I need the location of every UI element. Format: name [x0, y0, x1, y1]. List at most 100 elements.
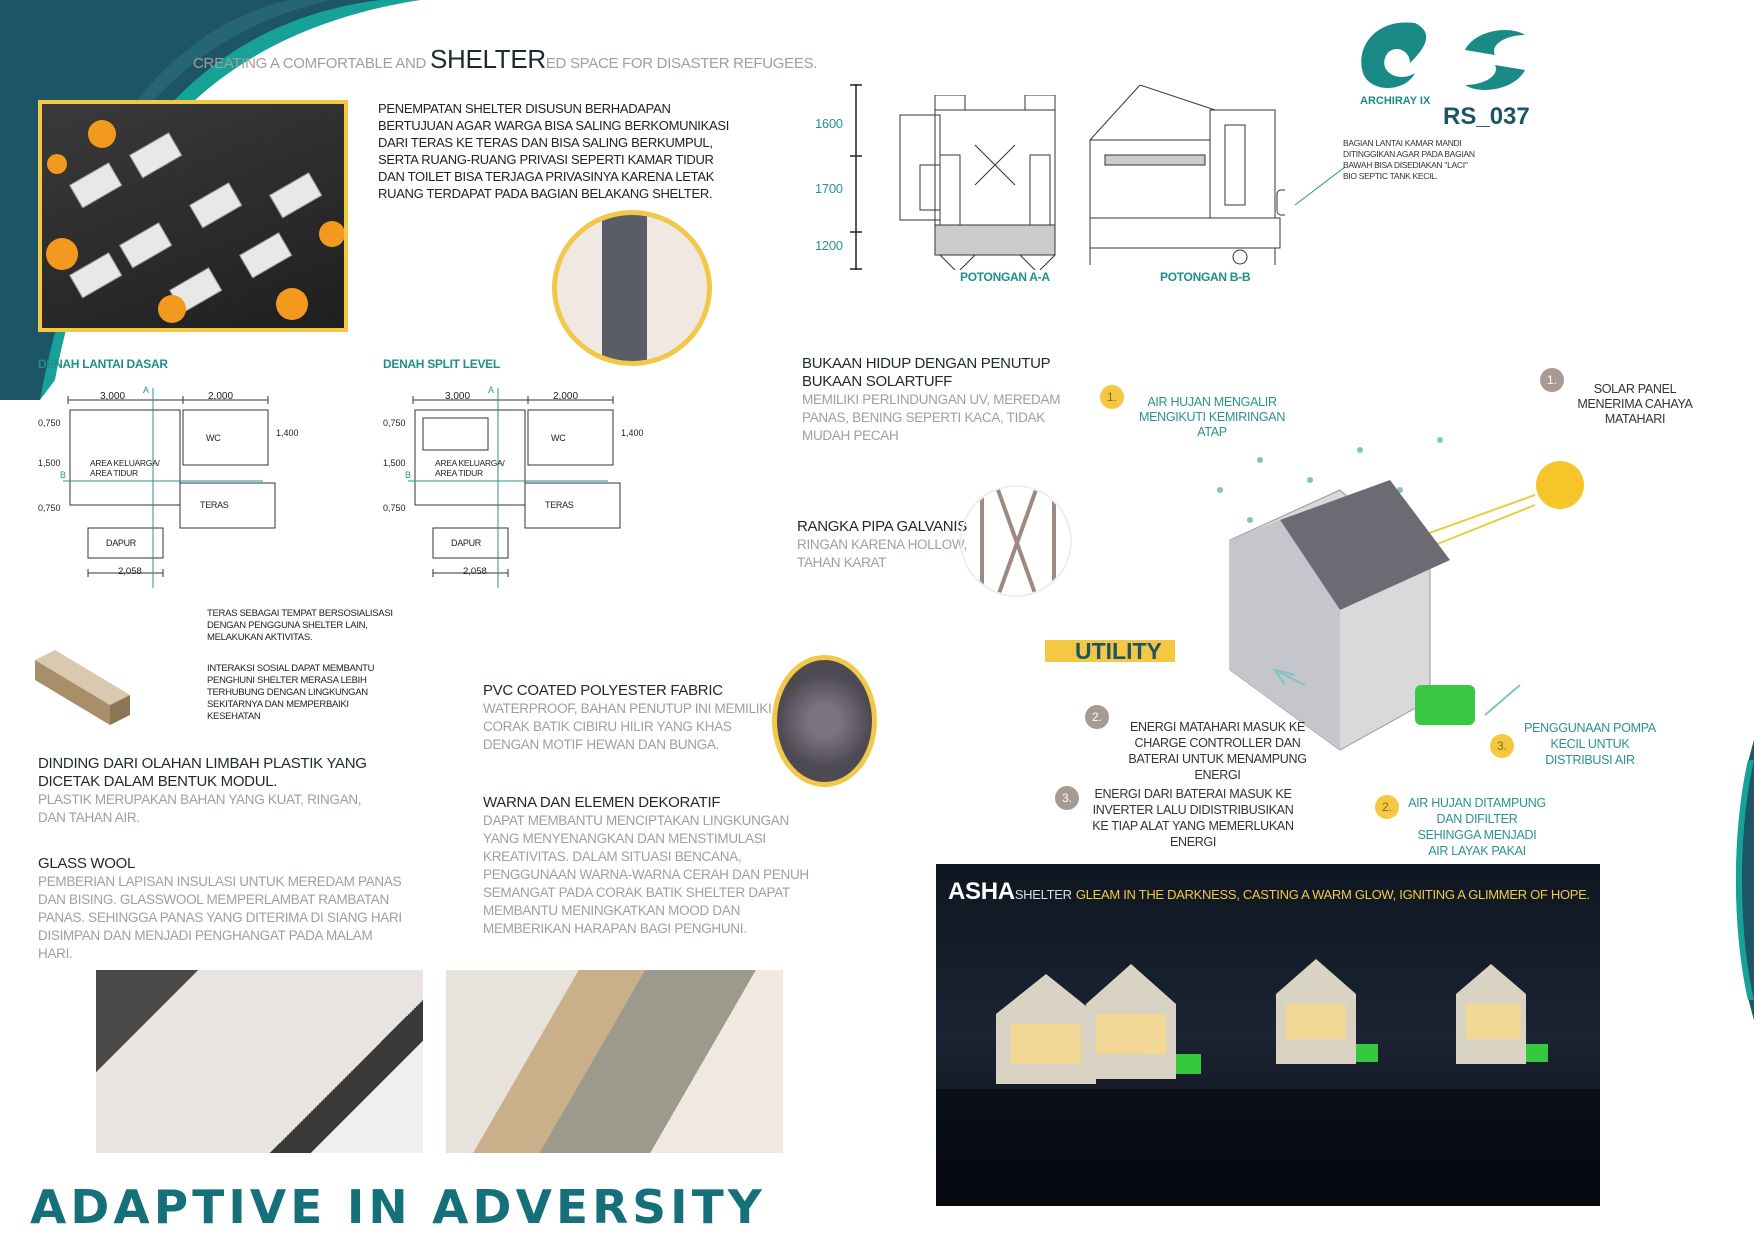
room-area: AREA KELUARGA/ AREA TIDUR	[90, 458, 160, 478]
dim-bottom: 2,058	[118, 566, 142, 577]
fabric-detail-circle	[772, 655, 877, 787]
tagline-emph: SHELTER	[429, 44, 546, 74]
room-teras: TERAS	[200, 500, 229, 510]
dim-w1: 3,000	[100, 391, 126, 402]
dim-1700: 1700	[815, 181, 843, 196]
dim-h3: 0,750	[38, 503, 61, 513]
material-desc: PEMBERIAN LAPISAN INSULASI UNTUK MEREDAM…	[38, 874, 402, 961]
septic-note: BAGIAN LANTAI KAMAR MANDI DITINGGIKAN AG…	[1343, 138, 1475, 181]
night-shelters-illustration	[936, 959, 1600, 1206]
utility-axonometric-render	[1217, 437, 1584, 751]
material-title: RANGKA PIPA GALVANIS	[797, 518, 967, 535]
water-step-2: 2. AIR HUJAN DITAMPUNG DAN DIFILTER SEHI…	[1375, 795, 1547, 859]
step-badge: 2.	[1375, 795, 1399, 819]
material-glasswool: GLASS WOOL PEMBERIAN LAPISAN INSULASI UN…	[38, 855, 408, 963]
dim-bottom: 2,058	[463, 566, 487, 577]
dim-w2: 2,000	[553, 391, 579, 402]
energy-step-3: 3. ENERGI DARI BATERAI MASUK KE INVERTER…	[1055, 786, 1303, 850]
tagline-pre: CREATING A COMFORTABLE AND	[193, 55, 430, 72]
step-text: SOLAR PANEL MENERIMA CAHAYA MATAHARI	[1577, 382, 1693, 426]
step-badge: 3.	[1490, 734, 1514, 758]
poster-title: ADAPTIVE IN ADVERSITY	[30, 1180, 766, 1234]
dim-w2: 2,000	[208, 391, 234, 402]
energy-step-1: 1. SOLAR PANEL MENERIMA CAHAYA MATAHARI	[1540, 368, 1700, 427]
plan-ground-title: DENAH LANTAI DASAR	[38, 357, 168, 371]
interaction-note: INTERAKSI SOSIAL DAPAT MEMBANTU PENGHUNI…	[207, 663, 375, 722]
plan-split-title: DENAH SPLIT LEVEL	[383, 357, 500, 371]
dim-wc-h: 1,400	[621, 428, 644, 438]
tagline-post: ED SPACE FOR DISASTER REFUGEES.	[545, 55, 818, 72]
section-a-label: POTONGAN A-A	[960, 270, 1050, 284]
step-text: AIR HUJAN DITAMPUNG DAN DIFILTER SEHINGG…	[1408, 796, 1546, 858]
material-desc: RINGAN KARENA HOLLOW, TAHAN KARAT	[797, 537, 967, 570]
material-desc: DAPAT MEMBANTU MENCIPTAKAN LINGKUNGAN YA…	[483, 813, 809, 936]
dim-h1: 0,750	[383, 418, 406, 428]
dim-1200: 1200	[815, 238, 843, 253]
height-dimension-line	[850, 84, 862, 270]
material-pvc: PVC COATED POLYESTER FABRIC WATERPROOF, …	[483, 682, 773, 754]
material-desc: MEMILIKI PERLINDUNGAN UV, MEREDAM PANAS,…	[802, 392, 1061, 443]
material-bukaan: BUKAAN HIDUP DENGAN PENUTUP BUKAAN SOLAR…	[802, 355, 1062, 445]
section-a-a-drawing	[899, 95, 1056, 270]
caption-asha: ASHA	[948, 878, 1015, 905]
intro-paragraph: PENEMPATAN SHELTER DISUSUN BERHADAPAN BE…	[378, 101, 730, 201]
utility-label-bar	[1045, 640, 1175, 662]
step-text: ENERGI MATAHARI MASUK KE CHARGE CONTROLL…	[1128, 720, 1307, 782]
material-desc: PLASTIK MERUPAKAN BAHAN YANG KUAT, RINGA…	[38, 792, 362, 825]
step-badge: 1.	[1540, 368, 1564, 392]
step-text: AIR HUJAN MENGALIR MENGIKUTI KEMIRINGAN …	[1138, 395, 1286, 439]
plan-split: 3,000 2,000 0,750 1,500 0,750 1,400 2,05…	[383, 385, 644, 598]
section-b-b-drawing	[1089, 85, 1285, 265]
plan-split-drawing	[408, 388, 621, 588]
material-warna: WARNA DAN ELEMEN DEKORATIF DAPAT MEMBANT…	[483, 794, 813, 938]
night-caption: ASHASHELTER GLEAM IN THE DARKNESS, CASTI…	[948, 878, 1590, 906]
site-shelters-illustration	[46, 120, 344, 323]
night-render: ASHASHELTER GLEAM IN THE DARKNESS, CASTI…	[936, 864, 1600, 1206]
caption-shelter: SHELTER	[1014, 887, 1072, 902]
section-mark-b: B	[405, 470, 412, 480]
material-desc: WATERPROOF, BAHAN PENUTUP INI MEMILIKI C…	[483, 701, 772, 752]
archiray-logo	[1361, 22, 1427, 89]
utility-label: UTILITY	[1075, 638, 1162, 664]
dim-1600: 1600	[815, 116, 843, 131]
material-title: PVC COATED POLYESTER FABRIC	[483, 682, 723, 699]
sun-icon	[1536, 461, 1584, 509]
room-teras: TERAS	[545, 500, 574, 510]
material-title: BUKAAN HIDUP DENGAN PENUTUP BUKAAN SOLAR…	[802, 355, 1051, 390]
step-text: ENERGI DARI BATERAI MASUK KE INVERTER LA…	[1092, 787, 1294, 849]
window-detail-circle	[552, 210, 712, 366]
section-mark-a: A	[143, 385, 150, 395]
pipe-frame-circle	[960, 485, 1072, 597]
room-area: AREA KELUARGA/ AREA TIDUR	[435, 458, 505, 478]
rs-logo-mark	[1465, 30, 1525, 90]
room-wc: WC	[206, 433, 221, 443]
water-tank	[1415, 685, 1475, 725]
water-step-1: 1. AIR HUJAN MENGALIR MENGIKUTI KEMIRING…	[1100, 385, 1292, 440]
dim-h3: 0,750	[383, 503, 406, 513]
material-rangka: RANGKA PIPA GALVANIS RINGAN KARENA HOLLO…	[797, 518, 967, 572]
section-b-label: POTONGAN B-B	[1160, 270, 1251, 284]
interior-render-2	[446, 970, 783, 1153]
step-badge: 1.	[1100, 385, 1124, 409]
wall-module-render	[35, 650, 130, 725]
teras-note: TERAS SEBAGAI TEMPAT BERSOSIALISASI DENG…	[207, 608, 393, 643]
room-wc: WC	[551, 433, 566, 443]
energy-step-2: 2. ENERGI MATAHARI MASUK KE CHARGE CONTR…	[1085, 705, 1320, 783]
material-title: DINDING DARI OLAHAN LIMBAH PLASTIK YANG …	[38, 755, 367, 790]
room-dapur: DAPUR	[451, 538, 482, 548]
material-dinding: DINDING DARI OLAHAN LIMBAH PLASTIK YANG …	[38, 755, 378, 827]
water-step-3: 3. PENGGUNAAN POMPA KECIL UNTUK DISTRIBU…	[1490, 720, 1660, 768]
step-badge: 2.	[1085, 705, 1109, 729]
plan-ground: 3,000 2,000 0,750 1,500 0,750 1,400 2,05…	[38, 385, 299, 598]
note-leader-line	[1294, 166, 1346, 206]
site-plan-render	[38, 100, 348, 332]
tagline: CREATING A COMFORTABLE AND SHELTERED SPA…	[193, 44, 817, 75]
caption-text: GLEAM IN THE DARKNESS, CASTING A WARM GL…	[1075, 887, 1590, 902]
plan-ground-drawing	[63, 388, 276, 588]
interior-render-1	[96, 970, 423, 1153]
dim-w1: 3,000	[445, 391, 471, 402]
dim-h1: 0,750	[38, 418, 61, 428]
dim-h2: 1,500	[38, 458, 61, 468]
step-text: PENGGUNAAN POMPA KECIL UNTUK DISTRIBUSI …	[1524, 721, 1656, 767]
material-title: WARNA DAN ELEMEN DEKORATIF	[483, 794, 721, 811]
